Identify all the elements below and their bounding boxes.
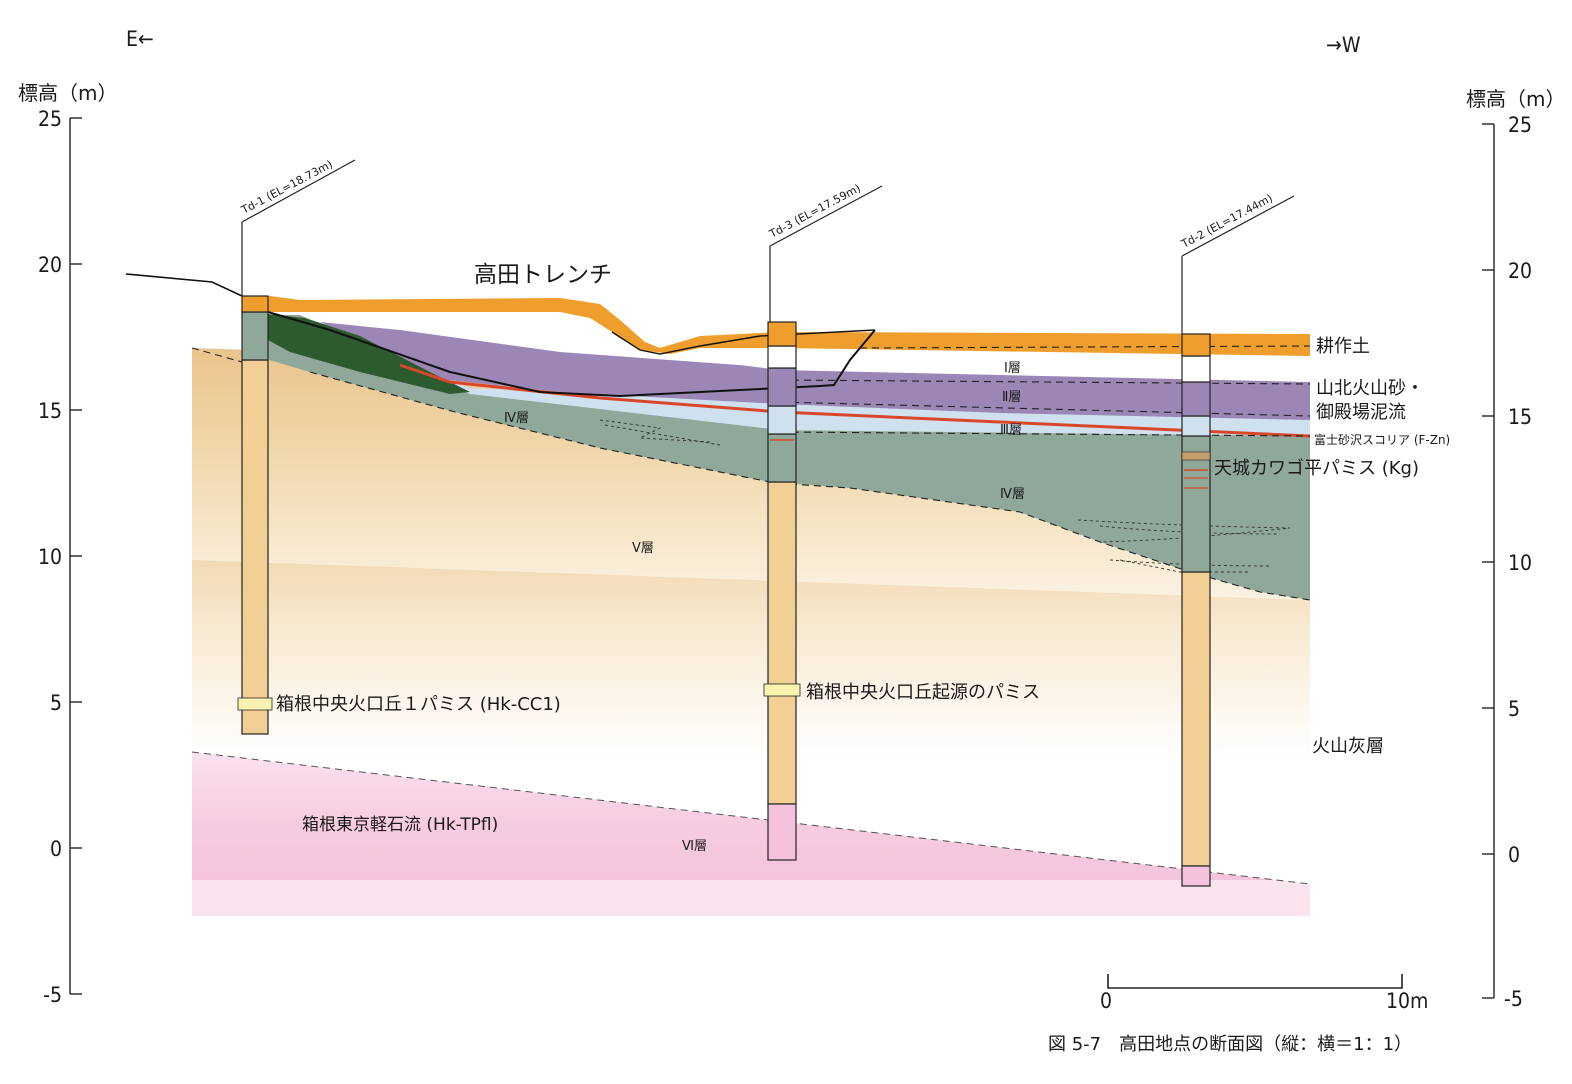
left-tick-label: -5 xyxy=(43,983,62,1007)
scoria-line xyxy=(399,363,1311,438)
direction-east: E← xyxy=(126,27,154,51)
trench-title: 高田トレンチ xyxy=(474,262,612,288)
borehole-td1 xyxy=(237,159,356,735)
borehole-label-td3: Td-3 (EL=17.59m) xyxy=(766,182,862,241)
trench-outline xyxy=(267,311,876,398)
left-tick-label: 5 xyxy=(50,691,62,715)
layer-6-fade xyxy=(192,880,1310,920)
right-tick-label: -5 xyxy=(1504,987,1523,1011)
layer-label-2: Ⅱ層 xyxy=(1002,390,1021,405)
borehole-td3 xyxy=(763,185,883,861)
layer-5-lower-area xyxy=(192,560,1310,760)
right-tick-label: 20 xyxy=(1508,259,1532,283)
right-tick-label: 25 xyxy=(1508,113,1532,137)
layer-label-6: Ⅵ層 xyxy=(682,839,707,854)
layer-2-area xyxy=(320,322,1310,420)
left-tick-label: 10 xyxy=(38,545,62,569)
dark-green-wedge xyxy=(268,314,470,394)
legend-kosakudo: 耕作土 xyxy=(1316,336,1370,357)
right-tick-label: 10 xyxy=(1508,551,1532,575)
legend-amagi-pumice: 天城カワゴ平パミス (Kg) xyxy=(1214,458,1419,479)
layer-label-1: Ⅰ層 xyxy=(1004,361,1021,376)
left-tick-label: 15 xyxy=(38,399,62,423)
layer-group xyxy=(125,273,1311,920)
direction-west: →W xyxy=(1326,33,1361,57)
right-axis xyxy=(1482,123,1495,999)
left-tick-label: 25 xyxy=(38,107,62,131)
legend-sanpoku-line2: 御殿場泥流 xyxy=(1316,402,1406,423)
right-axis-title: 標高（m） xyxy=(1466,87,1565,111)
borehole-label-td2: Td-2 (EL=17.44m) xyxy=(1178,192,1274,251)
left-axis xyxy=(69,117,82,995)
scale-bar xyxy=(1107,974,1403,989)
left-tick-label: 0 xyxy=(50,837,62,861)
left-tick-label: 20 xyxy=(38,253,62,277)
right-tick-label: 15 xyxy=(1508,405,1532,429)
figure-caption: 図 5-7 高田地点の断面図（縦：横＝1：1） xyxy=(1048,1034,1412,1055)
layer-label-3: Ⅲ層 xyxy=(1000,423,1022,438)
layer-3-area xyxy=(395,362,1310,436)
right-tick-labels: 25 20 15 10 5 0 -5 xyxy=(1504,113,1532,1011)
left-axis-title: 標高（m） xyxy=(18,81,117,105)
borehole-td2 xyxy=(1181,195,1295,887)
left-tick-labels: 25 20 15 10 5 0 -5 xyxy=(38,107,62,1007)
right-tick-label: 0 xyxy=(1508,843,1520,867)
ground-surface-line xyxy=(125,273,243,297)
legend-fuji-scoria: 富士砂沢スコリア (F-Zn) xyxy=(1314,432,1450,447)
annotation-hakone-origin: 箱根中央火口丘起源のパミス xyxy=(806,682,1040,703)
annotation-hk-cc1: 箱根中央火口丘１パミス (Hk-CC1) xyxy=(276,694,561,715)
legend-volcanic-ash: 火山灰層 xyxy=(1312,736,1384,757)
scale-bar-start: 0 xyxy=(1100,989,1112,1013)
legend-sanpoku-line1: 山北火山砂・ xyxy=(1316,378,1424,399)
topsoil-area xyxy=(242,296,1310,356)
layer-label-4-left: Ⅳ層 xyxy=(504,411,529,426)
scale-bar-end: 10m xyxy=(1386,989,1428,1013)
layer-label-4-right: Ⅳ層 xyxy=(1000,487,1025,502)
annotation-hk-tpfl: 箱根東京軽石流 (Hk-TPfl) xyxy=(302,815,498,835)
borehole-label-td1: Td-1 (EL=18.73m) xyxy=(238,158,334,217)
layer-6-area xyxy=(192,752,1310,916)
right-tick-label: 5 xyxy=(1508,697,1520,721)
layer-label-5: Ⅴ層 xyxy=(632,541,654,556)
